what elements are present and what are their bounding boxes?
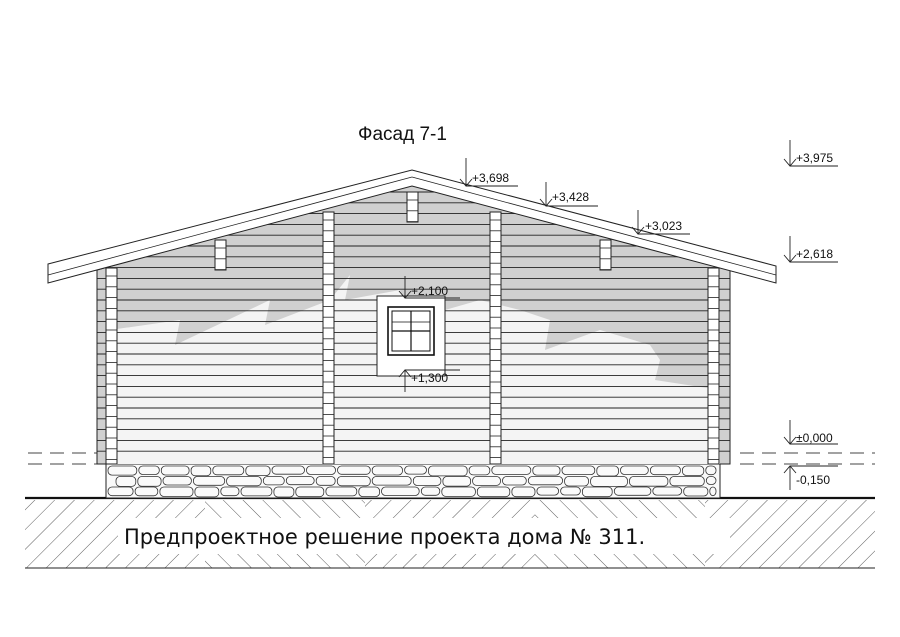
plinth-stone [412,476,442,486]
plinth-stone [683,486,709,497]
plinth-stone [159,486,194,497]
plinth-stone [226,476,262,487]
plinth-stone [590,476,628,487]
drawing-caption: Предпроектное решение проекта дома № 311… [124,525,645,549]
plinth-stone [358,486,380,498]
plinth-stone [596,465,619,477]
level-marker [783,140,838,167]
plinth-stone [107,465,138,476]
plinth-stone [613,486,652,496]
elev-ground: -0,150 [796,473,830,487]
level-marker-window-bottom [398,369,460,392]
plinth-stone [212,465,245,476]
plinth-stone [371,476,412,486]
log-post [105,267,118,465]
elev-roof-mid: +3,428 [552,190,589,204]
plinth-stone [262,476,285,486]
plinth-stone [107,486,134,497]
plinth-stone [285,476,315,486]
plinth-stone [532,465,561,476]
elev-window-bottom: +1,300 [411,371,448,385]
elev-eave: +2,618 [796,247,833,261]
plinth-stone [115,476,137,487]
plinth-stone [245,465,271,477]
plinth-stone [629,476,669,487]
plinth-stone [669,476,705,487]
plinth-stone [472,476,501,486]
plinth-stone [194,486,220,498]
plinth-stone [652,486,683,496]
elev-top-right: +3,975 [796,151,833,165]
level-lines [28,452,875,465]
stone-plinth [105,463,721,499]
plinth-stone [138,465,160,475]
plinth-stone [709,486,717,497]
level-marker-ground [783,465,838,490]
level-marker [631,210,690,235]
plinth-stone [137,476,162,487]
plinth-stone [682,465,705,476]
plinth-stone [491,465,532,475]
plinth-stone [240,486,273,497]
plinth-stone [442,476,471,487]
plinth-stone [295,486,325,498]
log-post [322,211,335,465]
plinth-stone [306,465,336,475]
level-marker [459,158,518,187]
elev-zero: ±0,000 [796,431,833,445]
log-post [214,239,227,271]
plinth-stone [220,486,240,497]
plinth-stone [315,476,336,486]
plinth-stone [502,476,527,486]
elev-roof-low: +3,023 [645,219,682,233]
plinth-stone [190,465,212,477]
plinth-stone [564,476,589,487]
drawing-title: Фасад 7-1 [358,124,447,145]
plinth-stone [371,465,403,476]
log-post [707,267,720,465]
window [376,295,446,377]
plinth-stone [420,486,441,496]
plinth-stone [337,465,371,475]
plinth-stone [582,486,613,498]
plinth-stone [404,465,427,475]
plinth-stone [536,486,560,496]
level-marker [783,236,838,263]
plinth-stone [192,476,226,486]
log-post [406,191,419,223]
plinth-stone [336,476,371,487]
plinth-stone [273,486,295,498]
log-post [599,239,612,271]
plinth-stone [134,486,159,497]
plinth-stone [160,465,190,476]
log-post [489,211,502,465]
plinth-stone [325,486,358,497]
plinth-stone [527,476,563,486]
plinth-stone [162,476,192,486]
plinth-stone [620,465,649,475]
ground-hatch [25,500,875,569]
plinth-stone [441,486,476,497]
plinth-stone [271,465,305,475]
plinth-stone [476,486,511,498]
level-marker [783,420,838,445]
plinth-stone [468,465,491,476]
plinth-stone [511,486,536,498]
level-marker-window-top [398,276,460,299]
roof [47,169,777,284]
plinth-stone [381,486,420,496]
elev-ridge: +3,698 [472,171,509,185]
elev-window-top: +2,100 [411,284,448,298]
plinth-stone [428,465,468,477]
plinth-stone [650,465,681,476]
plinth-stone [561,465,596,476]
level-marker [539,182,598,207]
plinth-stone [705,465,717,476]
plinth-stone [705,476,717,485]
plinth-stone [560,486,581,496]
